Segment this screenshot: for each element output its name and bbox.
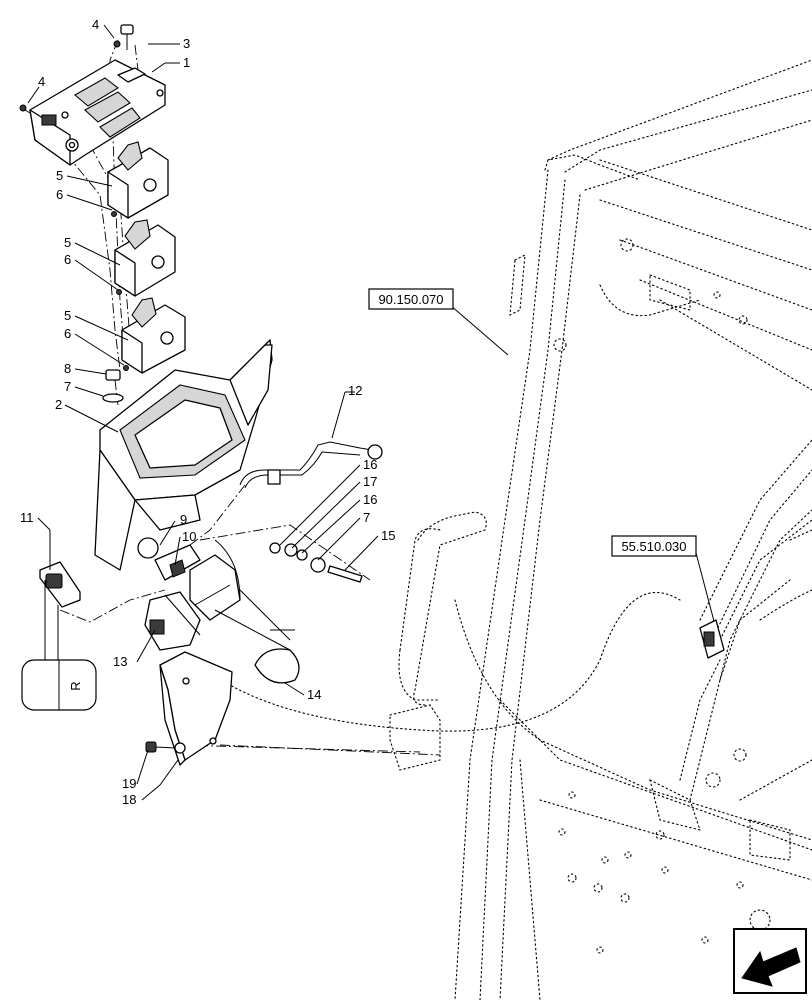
reference-box-harness[interactable]: 55.510.030: [611, 535, 697, 557]
callout-6: 6: [64, 252, 71, 267]
connector: [154, 539, 241, 621]
rod-assembly: [269, 542, 363, 583]
leader-lines: [27, 24, 716, 801]
screw: [120, 24, 134, 50]
callout-5: 5: [64, 235, 71, 250]
callout-4: 4: [38, 74, 45, 89]
harness-block: [144, 584, 231, 651]
callout-8: 8: [64, 361, 71, 376]
cable: [239, 441, 383, 489]
decal-letter: R: [68, 681, 83, 690]
callout-1: 1: [183, 55, 190, 70]
callout-3: 3: [183, 36, 190, 51]
callout-18: 18: [122, 792, 136, 807]
callout-4: 4: [92, 17, 99, 32]
callout-13: 13: [113, 654, 127, 669]
callout-15: 15: [381, 528, 395, 543]
callout-11: 11: [20, 510, 34, 525]
reference-label: 55.510.030: [621, 539, 686, 554]
callout-16: 16: [363, 492, 377, 507]
callout-12: 12: [348, 383, 362, 398]
callout-9: 9: [180, 512, 187, 527]
callout-5: 5: [56, 168, 63, 183]
callout-6: 6: [64, 326, 71, 341]
control-module: [114, 219, 176, 297]
arrow-down-left-icon[interactable]: [733, 928, 807, 994]
callout-10: 10: [182, 529, 196, 544]
bracket: [159, 651, 233, 766]
callout-2: 2: [55, 397, 62, 412]
callout-19: 19: [122, 776, 136, 791]
callout-14: 14: [307, 687, 321, 702]
callout-5: 5: [64, 308, 71, 323]
control-module: [121, 297, 186, 374]
callout-7: 7: [64, 379, 71, 394]
decal: R: [21, 659, 97, 711]
callout-16: 16: [363, 457, 377, 472]
console-housing: [94, 339, 273, 571]
callout-7: 7: [363, 510, 370, 525]
harness-connector: [699, 619, 725, 659]
screw-small: [19, 40, 121, 112]
control-module: [107, 141, 169, 219]
rocker-switch: [39, 561, 81, 660]
callout-17: 17: [363, 474, 377, 489]
clip: [214, 589, 300, 684]
cab-frame: [389, 59, 812, 1000]
bolt-small: [145, 741, 176, 753]
callouts: 4 3 1 4 5 6 5 6 5 6 8 7 2 11 9 10 12 16 …: [20, 17, 395, 807]
reference-box-cab-frame[interactable]: 90.150.070: [368, 288, 454, 310]
bolt: [102, 369, 124, 403]
callout-6: 6: [56, 187, 63, 202]
reference-label: 90.150.070: [378, 292, 443, 307]
top-panel: [29, 59, 166, 166]
